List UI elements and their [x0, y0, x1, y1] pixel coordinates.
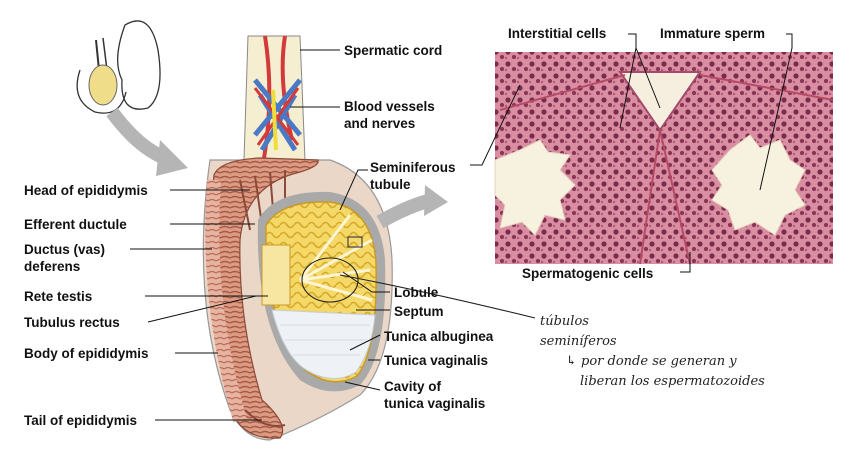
label-tubulus-rectus: Tubulus rectus [24, 315, 120, 330]
label-ductus-vas: Ductus (vas) [24, 242, 106, 257]
histology-micrograph [494, 52, 834, 265]
leader-lines [130, 33, 793, 421]
label-lobule: Lobule [394, 285, 439, 300]
label-tunica-vaginalis: Tunica vaginalis [384, 353, 489, 368]
handwritten-note-line2: seminíferos [540, 334, 617, 349]
label-and-nerves: and nerves [344, 116, 416, 131]
label-immature-sperm: Immature sperm [660, 26, 766, 41]
label-cavity-tunica-vaginalis: tunica vaginalis [384, 396, 486, 411]
label-deferens: deferens [24, 259, 81, 274]
label-head-of-epididymis: Head of epididymis [24, 183, 148, 198]
label-interstitial-cells: Interstitial cells [508, 26, 607, 41]
label-blood-vessels: Blood vessels [344, 99, 435, 114]
label-body-of-epididymis: Body of epididymis [24, 346, 149, 361]
handwritten-note-line1: túbulos [540, 314, 589, 329]
handwritten-note-line4: liberan los espermatozoides [580, 374, 765, 389]
handwritten-note-line3: ↳ por donde se generan y [566, 354, 737, 369]
label-tubule: tubule [370, 177, 411, 192]
label-septum: Septum [394, 304, 444, 319]
testis-illustration [202, 157, 393, 441]
label-tunica-albuginea: Tunica albuginea [384, 329, 494, 344]
label-spermatogenic-cells: Spermatogenic cells [522, 266, 654, 281]
label-cavity-of: Cavity of [384, 379, 442, 394]
spermatic-cord-illustration [243, 35, 306, 171]
label-spermatic-cord: Spermatic cord [344, 43, 443, 58]
label-efferent-ductule: Efferent ductule [24, 217, 127, 232]
label-rete-testis: Rete testis [24, 289, 93, 304]
label-tail-of-epididymis: Tail of epididymis [24, 413, 138, 428]
thumbnail-illustration [76, 20, 161, 114]
label-seminiferous: Seminiferous [370, 160, 456, 175]
